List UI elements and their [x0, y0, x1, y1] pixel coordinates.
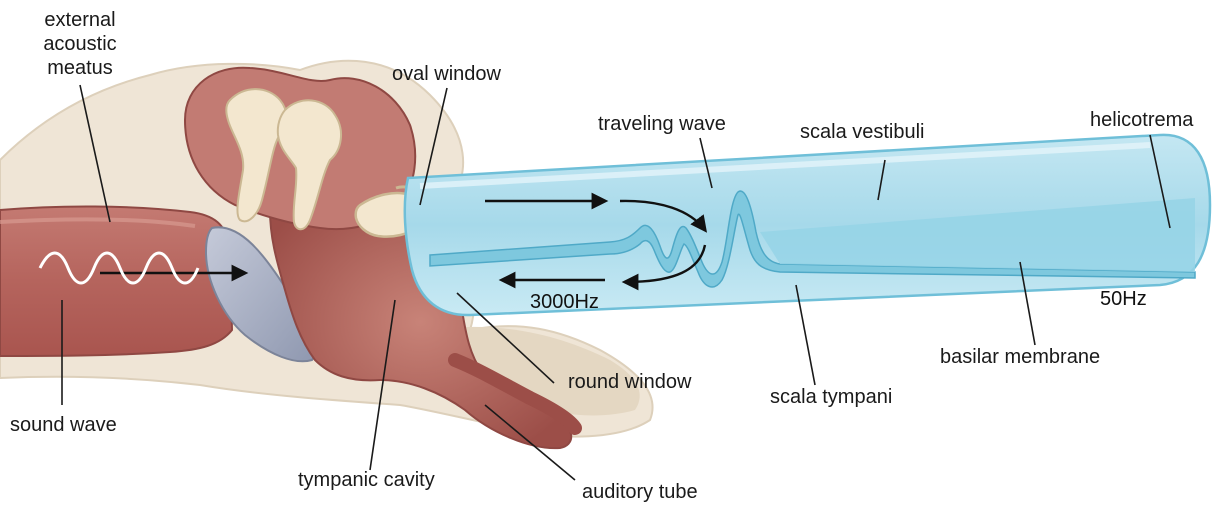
label-basilar-membrane: basilar membrane [940, 345, 1100, 369]
label-scala-vestibuli: scala vestibuli [800, 120, 925, 144]
label-external-line-1: external [25, 8, 135, 32]
label-freq-3000hz: 3000Hz [530, 290, 599, 314]
ear-canal [0, 206, 232, 356]
label-freq-50hz: 50Hz [1100, 287, 1147, 311]
label-external-line-2: acoustic [25, 32, 135, 56]
label-oval-window: oval window [392, 62, 501, 86]
label-tympanic-cavity: tympanic cavity [298, 468, 435, 492]
label-external-acoustic-meatus: external acoustic meatus [25, 8, 135, 80]
label-traveling-wave: traveling wave [598, 112, 726, 136]
label-auditory-tube: auditory tube [582, 480, 698, 504]
label-round-window: round window [568, 370, 691, 394]
label-scala-tympani: scala tympani [770, 385, 892, 409]
label-sound-wave: sound wave [10, 413, 117, 437]
label-external-line-3: meatus [25, 56, 135, 80]
label-helicotrema: helicotrema [1090, 108, 1193, 132]
